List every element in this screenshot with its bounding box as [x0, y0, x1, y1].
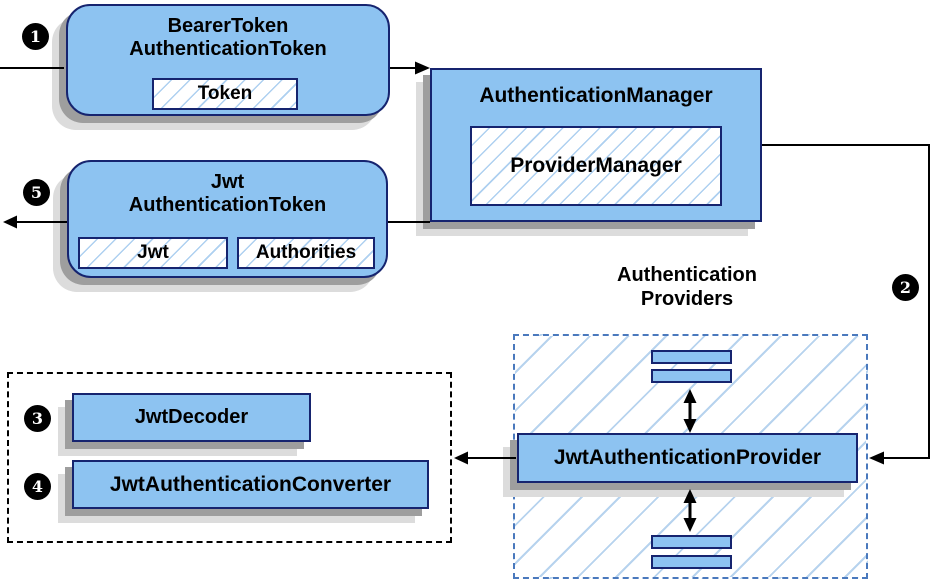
- step-badge-3: 3: [24, 405, 51, 432]
- bearer-token-node-title: BearerToken AuthenticationToken: [129, 15, 327, 60]
- jwt-authentication-token-title: Jwt AuthenticationToken: [128, 171, 327, 216]
- jwt-chip: Jwt: [78, 237, 228, 269]
- provider-placeholder-bar: [651, 535, 732, 549]
- step-badge-2: 2: [892, 274, 919, 301]
- provider-manager-chip: ProviderManager: [470, 126, 722, 206]
- step-badge-5: 5: [23, 179, 50, 206]
- jwt-authentication-provider-node: JwtAuthenticationProvider: [517, 433, 858, 483]
- provider-placeholder-bar: [651, 369, 732, 383]
- jwt-authentication-converter-node: JwtAuthenticationConverter: [72, 460, 429, 509]
- provider-placeholder-bar: [651, 350, 732, 364]
- authorities-chip: Authorities: [237, 237, 375, 269]
- provider-placeholder-bar: [651, 555, 732, 569]
- authentication-manager-title: AuthenticationManager: [479, 84, 713, 107]
- token-chip: Token: [152, 78, 298, 110]
- arrowhead-right-icon: [415, 61, 430, 75]
- arrowhead-left-icon: [454, 451, 468, 465]
- step-badge-1: 1: [22, 23, 49, 50]
- arrowhead-left-icon: [3, 215, 17, 229]
- jwt-decoder-node: JwtDecoder: [72, 393, 311, 442]
- arrowhead-left-icon: [869, 451, 884, 465]
- authentication-providers-label: Authentication Providers: [617, 264, 757, 310]
- step-badge-4: 4: [24, 473, 51, 500]
